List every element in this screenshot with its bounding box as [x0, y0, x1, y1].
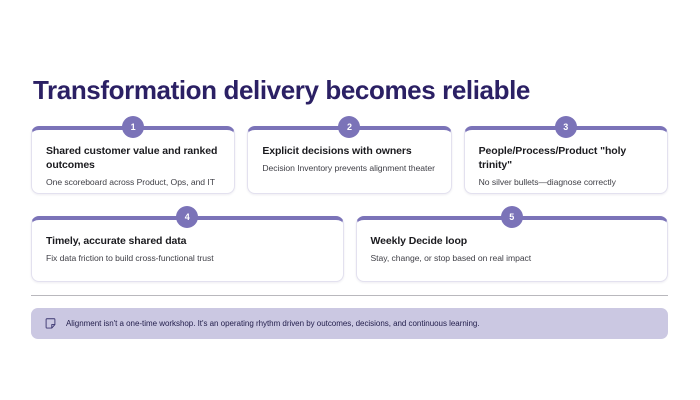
card-3-description: No silver bullets—diagnose correctly: [478, 177, 616, 187]
card-5-title: Weekly Decide loop: [370, 235, 468, 247]
card-4-number-badge: 4: [176, 206, 199, 228]
card-1-description: One scoreboard across Product, Ops, and …: [46, 177, 215, 187]
note-icon: [45, 318, 56, 329]
card-5-number-badge: 5: [500, 206, 523, 228]
card-5-description: Stay, change, or stop based on real impa…: [370, 253, 532, 263]
card-2[interactable]: 2 Explicit decisions with owners Decisio…: [247, 116, 452, 194]
card-1[interactable]: 1 Shared customer value and ranked outco…: [31, 116, 236, 194]
footer-callout: Alignment isn't a one-time workshop. It'…: [31, 308, 668, 339]
card-2-description: Decision Inventory prevents alignment th…: [262, 163, 435, 173]
page-title: Transformation delivery becomes reliable: [33, 75, 530, 106]
card-2-number-badge: 2: [338, 116, 361, 138]
card-1-title: Shared customer value and ranked outcome…: [46, 145, 218, 171]
card-4[interactable]: 4 Timely, accurate shared data Fix data …: [31, 206, 344, 282]
card-row-bottom: 4 Timely, accurate shared data Fix data …: [31, 206, 668, 282]
card-3-number-badge: 3: [554, 116, 577, 138]
card-2-title: Explicit decisions with owners: [262, 145, 412, 157]
card-5[interactable]: 5 Weekly Decide loop Stay, change, or st…: [355, 206, 668, 282]
section-divider: [31, 295, 668, 296]
card-1-number-badge: 1: [122, 116, 145, 138]
footer-callout-text: Alignment isn't a one-time workshop. It'…: [66, 319, 480, 328]
card-row-top: 1 Shared customer value and ranked outco…: [31, 116, 668, 194]
card-4-title: Timely, accurate shared data: [46, 235, 187, 247]
card-4-description: Fix data friction to build cross-functio…: [46, 253, 214, 263]
card-3[interactable]: 3 People/Process/Product "holy trinity" …: [463, 116, 668, 194]
card-3-title: People/Process/Product "holy trinity": [478, 145, 627, 171]
